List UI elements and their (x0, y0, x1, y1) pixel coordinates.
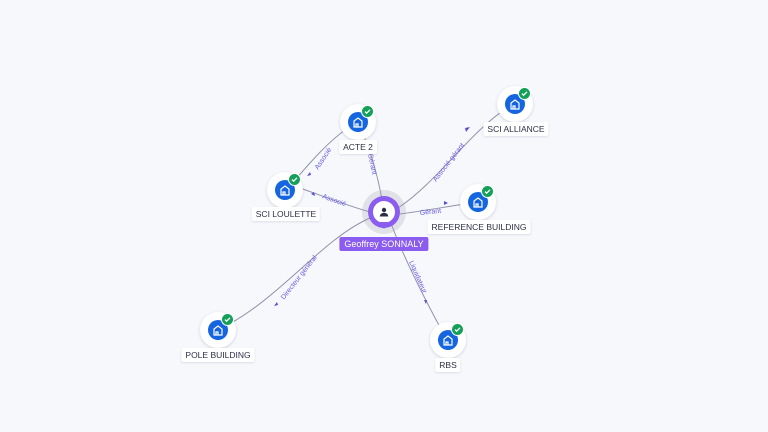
building-icon (348, 112, 368, 132)
arrow-pole-building (274, 302, 278, 306)
company-node-acte2[interactable] (338, 102, 378, 142)
arrow-acte2-sci-loulette (307, 172, 311, 176)
verified-check-icon (288, 173, 301, 186)
verified-check-icon (451, 323, 464, 336)
verified-check-icon (518, 87, 531, 100)
verified-check-icon (481, 185, 494, 198)
edge-sci-loulette (299, 187, 371, 213)
arrow-reference-building (444, 201, 448, 205)
relation-label-acte2: Gérant (366, 153, 377, 175)
relation-label-acte2-sci-loulette: Associé (314, 147, 334, 171)
company-node-reference-building[interactable] (458, 182, 498, 222)
company-label-acte2[interactable]: ACTE 2 (339, 140, 377, 154)
edge-sci-alliance (397, 103, 514, 209)
relation-label-pole-building: Directeur général (280, 254, 319, 301)
company-node-sci-alliance[interactable] (495, 84, 535, 124)
company-node-rbs[interactable] (428, 320, 468, 360)
verified-check-icon (361, 105, 374, 118)
company-node-pole-building[interactable] (198, 310, 238, 350)
company-node-sci-loulette[interactable] (265, 170, 305, 210)
building-icon (275, 180, 295, 200)
company-label-sci-alliance[interactable]: SCI ALLIANCE (483, 122, 549, 136)
arrow-sci-loulette (311, 192, 315, 196)
building-icon (208, 320, 228, 340)
company-label-rbs[interactable]: RBS (435, 358, 461, 372)
building-icon (438, 330, 458, 350)
company-label-pole-building[interactable]: POLE BUILDING (181, 348, 255, 362)
edge-pole-building (217, 217, 371, 331)
relation-label-rbs: Liquidateur (407, 260, 428, 295)
relation-label-reference-building: Gérant (419, 208, 441, 217)
person-icon (373, 201, 395, 223)
verified-check-icon (221, 313, 234, 326)
building-icon (505, 94, 525, 114)
arrow-rbs (424, 300, 427, 304)
relation-label-sci-alliance: Associé-gérant (432, 142, 466, 183)
relation-label-sci-loulette: Associé (321, 193, 347, 208)
building-icon (468, 192, 488, 212)
arrow-sci-alliance (465, 127, 470, 132)
person-node[interactable] (362, 190, 406, 238)
company-label-sci-loulette[interactable]: SCI LOULETTE (251, 207, 321, 221)
person-label[interactable]: Geoffrey SONNALY (339, 237, 429, 251)
company-label-reference-building[interactable]: REFERENCE BUILDING (427, 220, 531, 234)
